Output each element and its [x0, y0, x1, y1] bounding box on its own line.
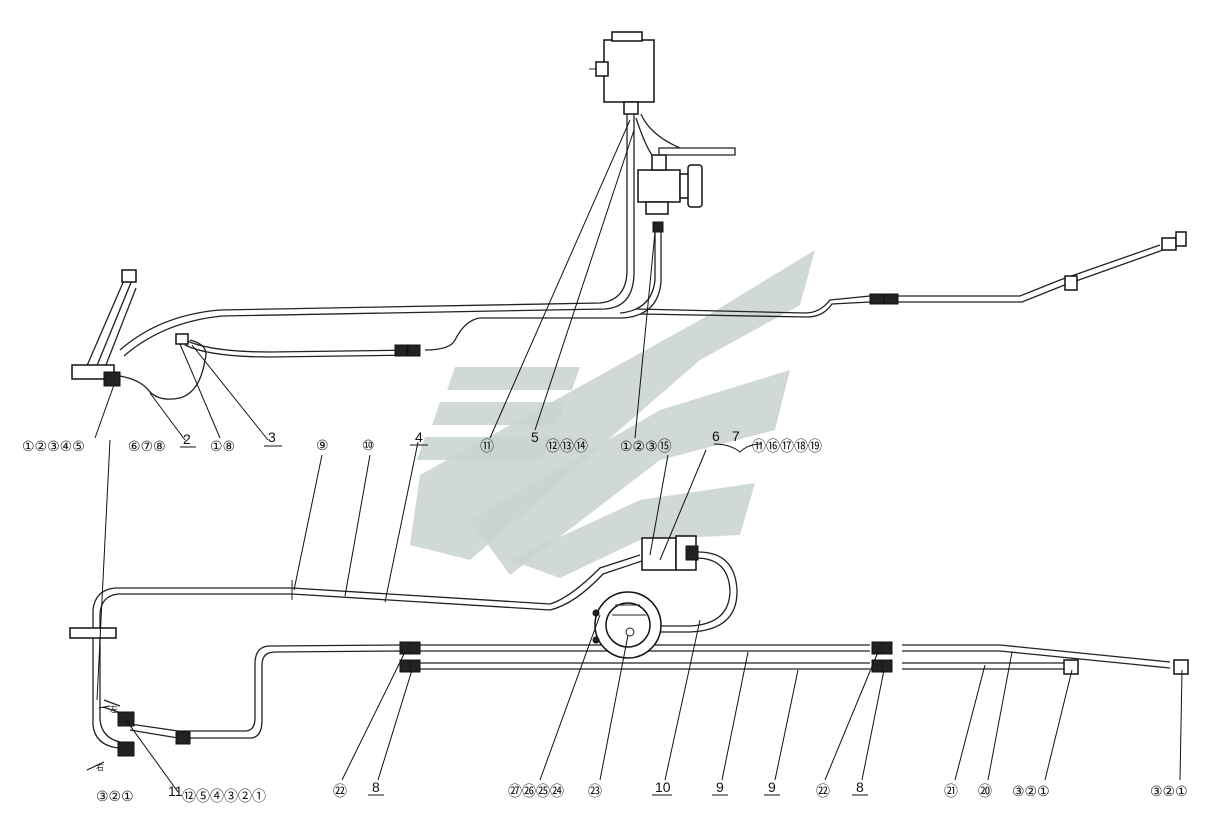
cylinder-top-fitting: [121, 269, 137, 283]
callout-21: ㉗㉖㉕㉔: [508, 783, 564, 799]
filter-bolt-2: [592, 636, 600, 644]
distributor: [592, 535, 699, 659]
valve-outlet-nut: [652, 221, 664, 233]
fitting-upper-4: [407, 344, 421, 357]
valve-body: [637, 169, 681, 203]
callout-27: 8: [856, 779, 864, 795]
tank-body: [603, 39, 655, 103]
callout-16: ③②①: [96, 788, 134, 804]
callout-13: 6: [712, 428, 720, 444]
fitting-upper-8: [175, 333, 189, 345]
oil-tank: [589, 31, 655, 115]
callout-22: ㉓: [588, 783, 602, 799]
valve-handwheel: [687, 164, 703, 208]
callout-10: 5: [531, 429, 539, 445]
callout-12: ①②③⑮: [620, 438, 672, 454]
tank-outlet: [623, 101, 639, 115]
callout-6: ⑨: [316, 437, 329, 453]
callout-1: ①②③④⑤: [22, 438, 85, 454]
watermark-wing-2: [470, 370, 790, 575]
callout-15: ⑪⑯⑰⑱⑲: [752, 438, 822, 454]
filter-bolt-1: [592, 609, 600, 617]
fitting-upper-3: [394, 344, 408, 357]
leader-lines: [86, 119, 1183, 793]
callout-11: ⑫⑬⑭: [546, 438, 588, 454]
fitting-upper-5: [1064, 275, 1078, 291]
fitting-lower-4: [409, 659, 421, 673]
callout-4: ①⑧: [210, 438, 235, 454]
fitting-lower-8: [881, 659, 893, 673]
callout-26: ㉒: [816, 783, 830, 799]
fitting-upper-1: [869, 293, 885, 305]
fitting-lower-5: [871, 641, 883, 655]
callout-5: 3: [268, 429, 276, 445]
callout-19: ㉒: [333, 783, 347, 799]
distributor-nut: [685, 545, 699, 561]
cylinder-base-nut: [103, 371, 121, 387]
valve-bottom-fitting: [645, 201, 669, 215]
callout-30: ③②①: [1012, 783, 1050, 799]
left-cylinder: [71, 269, 137, 387]
callout-23: 10: [655, 779, 671, 795]
watermark-wing-1: [410, 250, 815, 560]
watermark-wing-3: [510, 483, 755, 578]
fitting-upper-6: [1161, 237, 1177, 251]
callout-8: 4: [415, 429, 423, 445]
fitting-lower-10: [1173, 659, 1189, 675]
valve-top-fitting: [651, 154, 667, 171]
callout-31: ③②①: [1150, 783, 1188, 799]
watermark-bar-1: [447, 367, 580, 390]
fitting-upper-2: [883, 293, 899, 305]
callout-14: 7: [732, 428, 740, 444]
callout-9: ⑪: [480, 438, 494, 454]
callout-7: ⑩: [362, 437, 375, 453]
callout-28: ㉑: [944, 783, 958, 799]
callout-20: 8: [372, 779, 380, 795]
fitting-upper-7: [1175, 231, 1187, 247]
left-outlet-nut-2: [117, 741, 135, 757]
fitting-lower-3: [399, 659, 411, 673]
side-mark-upper: 左: [110, 704, 118, 714]
callout-3: 2: [183, 431, 191, 447]
tank-cap: [611, 31, 643, 42]
callout-29: ⑳: [978, 783, 992, 799]
fitting-lower-9: [1063, 659, 1079, 675]
filter-cover: [605, 602, 651, 648]
upper-pipes: [112, 113, 1187, 400]
fitting-lower-6: [881, 641, 893, 655]
lower-pipes: [69, 551, 1189, 757]
fitting-lower-11: [175, 731, 191, 745]
control-valve: [637, 147, 736, 233]
callout-25: 9: [768, 779, 776, 795]
callout-17: 11: [168, 783, 183, 799]
fitting-lower-2: [409, 641, 421, 655]
callout-18: ⑫⑤④③②①: [182, 788, 266, 804]
callout-labels: ①②③④⑤ ⑥⑦⑧ 2 ①⑧ 3 ⑨ ⑩ 4 ⑪ 5 ⑫⑬⑭ ①②③⑮ 6 7 …: [22, 428, 1188, 804]
label-underlines: [180, 444, 868, 796]
callout-2: ⑥⑦⑧: [128, 438, 166, 454]
callout-24: 9: [716, 779, 724, 795]
tank-fitting: [595, 61, 609, 77]
left-outlet-nut-1: [117, 711, 135, 727]
pipe-clamp-left: [69, 627, 117, 639]
watermark-logo: [410, 250, 815, 578]
side-mark-lower: 右: [96, 762, 104, 772]
distributor-block: [641, 537, 677, 571]
